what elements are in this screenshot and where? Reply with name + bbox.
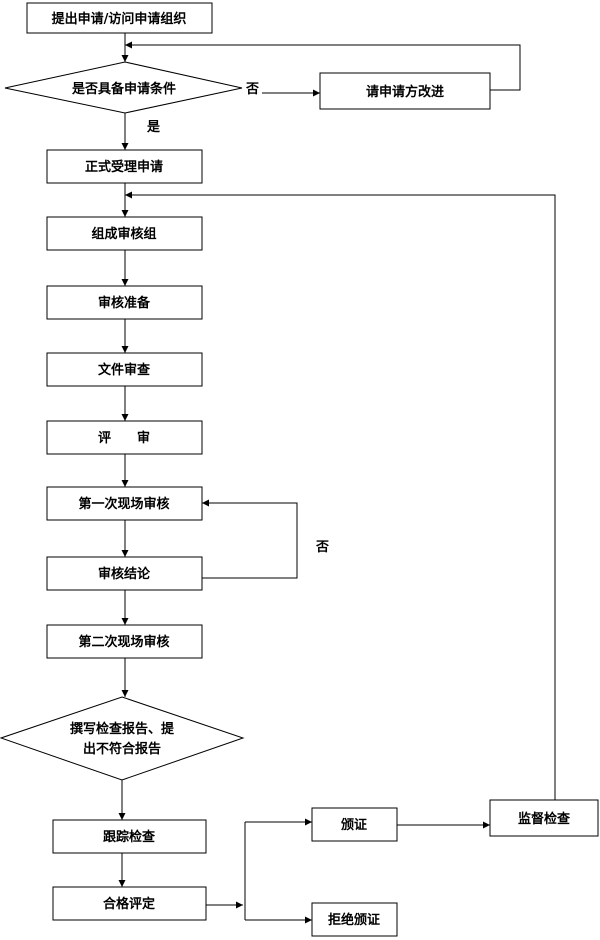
edge-label-yes-conditions: 是	[146, 120, 161, 135]
node-certify-label: 颁证	[341, 818, 367, 833]
node-second-audit: 第二次现场审核	[46, 624, 203, 659]
node-reject-label: 拒绝颁证	[328, 912, 380, 928]
node-prep-label: 审核准备	[98, 295, 151, 311]
node-form-team: 组成审核组	[46, 216, 203, 251]
node-conclusion: 审核结论	[46, 556, 203, 591]
node-formal-accept-label: 正式受理申请	[85, 159, 163, 175]
node-write-report-line-1: 撰写检查报告、提	[70, 721, 175, 737]
node-evaluate-label: 评 审	[98, 430, 150, 446]
node-first-audit: 第一次现场审核	[46, 486, 203, 521]
node-reject: 拒绝颁证	[311, 902, 398, 937]
edge-conclusion-loop-back	[202, 499, 298, 579]
node-doc-review-label: 文件审查	[98, 362, 151, 378]
edge-label-no-conditions: 否	[245, 82, 259, 97]
node-first-audit-label: 第一次现场审核	[78, 496, 169, 512]
node-track-label: 跟踪检查	[103, 829, 156, 845]
edge-label-no-conclusion: 否	[315, 540, 329, 555]
node-certify: 颁证	[311, 807, 398, 842]
node-qualify-label: 合格评定	[103, 896, 155, 912]
node-start-label: 提出申请/访问申请组织	[52, 11, 187, 27]
node-conclusion-label: 审核结论	[98, 566, 151, 582]
node-qualify: 合格评定	[52, 886, 207, 921]
node-check-conditions: 是否具备申请条件	[4, 61, 243, 114]
node-form-team-label: 组成审核组	[91, 226, 156, 242]
node-track: 跟踪检查	[52, 819, 207, 854]
node-supervise: 监督检查	[489, 799, 599, 837]
node-improve: 请申请方改进	[319, 72, 491, 110]
node-prep: 审核准备	[46, 285, 203, 320]
edge-improve-loop-back	[125, 41, 521, 91]
node-write-report-line-2: 出不符合报告	[83, 741, 161, 757]
node-evaluate: 评 审	[46, 420, 203, 455]
node-check-conditions-label: 是否具备申请条件	[71, 81, 176, 97]
node-formal-accept: 正式受理申请	[46, 149, 203, 184]
node-start: 提出申请/访问申请组织	[26, 2, 213, 34]
node-second-audit-label: 第二次现场审核	[78, 634, 169, 650]
node-doc-review: 文件审查	[46, 352, 203, 387]
node-write-report: 撰写检查报告、提 出不符合报告	[0, 696, 245, 781]
node-supervise-label: 监督检查	[518, 811, 571, 827]
node-improve-label: 请申请方改进	[366, 84, 444, 100]
edge-supervise-loop-back	[125, 191, 556, 800]
